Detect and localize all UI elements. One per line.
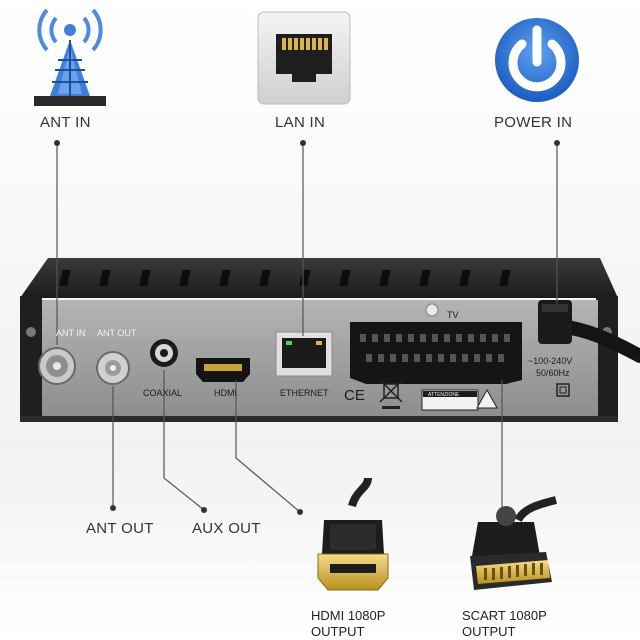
label-aux-out: AUX OUT bbox=[192, 520, 261, 537]
panel-ce-mark: CE bbox=[344, 387, 365, 404]
panel-ethernet-text: ETHERNET bbox=[280, 388, 329, 398]
ethernet-port-icon bbox=[257, 11, 351, 105]
ant-out-port bbox=[96, 351, 130, 385]
panel-hdmi-text: HDMI bbox=[214, 388, 237, 398]
hdmi-plug-icon bbox=[317, 477, 389, 591]
callout-lines bbox=[56, 143, 558, 513]
ant-in-port bbox=[38, 347, 76, 385]
recycle-bin-icon bbox=[379, 379, 403, 409]
power-socket-square-icon bbox=[556, 383, 570, 397]
panel-ant-in-text: ANT IN bbox=[56, 328, 85, 338]
ethernet-port bbox=[275, 331, 333, 377]
label-scart-output-line2: OUTPUT bbox=[462, 624, 516, 639]
label-lan-in: LAN IN bbox=[275, 114, 326, 131]
callout-dots bbox=[54, 140, 560, 515]
label-ant-out: ANT OUT bbox=[86, 520, 154, 537]
label-hdmi-output-line1: HDMI 1080P bbox=[311, 608, 386, 623]
panel-ant-out-text: ANT OUT bbox=[97, 328, 137, 338]
attention-sticker bbox=[421, 388, 498, 411]
scart-port bbox=[350, 303, 522, 384]
label-ant-in: ANT IN bbox=[40, 114, 91, 131]
antenna-tower-icon bbox=[34, 8, 106, 106]
label-hdmi-output-line2: OUTPUT bbox=[311, 624, 365, 639]
panel-coaxial-text: COAXIAL bbox=[143, 388, 182, 398]
panel-tv-text: TV bbox=[447, 310, 459, 320]
scart-plug-icon bbox=[470, 496, 557, 590]
panel-voltage-text: ~100-240V bbox=[528, 356, 572, 366]
label-power-in: POWER IN bbox=[494, 114, 573, 131]
coaxial-port bbox=[150, 339, 178, 367]
power-cable bbox=[538, 300, 640, 363]
hdmi-port bbox=[196, 358, 250, 382]
panel-attention-text: ATTENZIONE bbox=[428, 392, 460, 398]
label-scart-output-line1: SCART 1080P bbox=[462, 608, 547, 623]
panel-frequency-text: 50/60Hz bbox=[536, 368, 570, 378]
power-icon bbox=[495, 18, 579, 102]
